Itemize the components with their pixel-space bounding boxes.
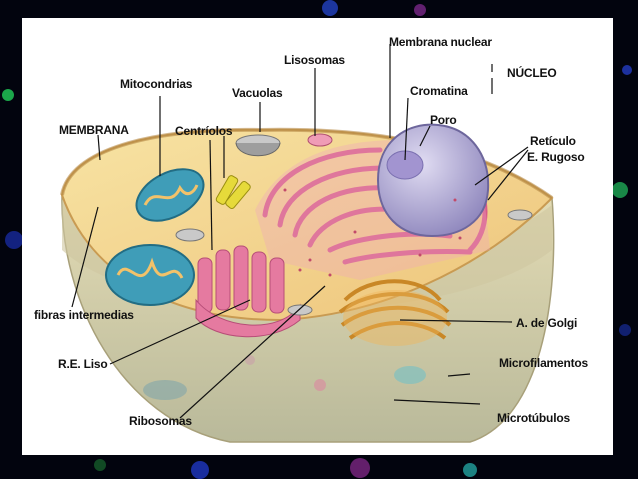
label-cromatina: Cromatina	[410, 84, 468, 98]
smooth-er	[195, 245, 301, 338]
nucleus	[376, 123, 490, 238]
vacuoles	[175, 134, 533, 316]
label-reticulo-1: Retículo	[530, 134, 576, 148]
label-microfilamentos: Microfilamentos	[499, 356, 589, 370]
lysosomes	[307, 133, 333, 147]
label-fibras-intermedias: fibras intermedias	[34, 308, 134, 322]
centrioles	[215, 175, 251, 209]
label-membrana-nuclear: Membrana nuclear	[389, 35, 492, 49]
label-vacuolas: Vacuolas	[232, 86, 283, 100]
golgi-apparatus	[338, 279, 452, 340]
rough-er	[262, 147, 488, 265]
label-mitocondrias: Mitocondrias	[120, 77, 193, 91]
leader-lines	[71, 44, 529, 419]
label-ribosomas: Ribosomas	[129, 414, 192, 428]
label-nucleo: NÚCLEO	[507, 66, 557, 80]
label-microtubulos: Microtúbulos	[497, 411, 570, 425]
label-re-liso: R.E. Liso	[58, 357, 108, 371]
label-lisosomas: Lisosomas	[284, 53, 345, 67]
label-golgi: A. de Golgi	[516, 316, 578, 330]
label-poro: Poro	[430, 113, 457, 127]
mitochondria	[105, 168, 205, 306]
label-centriolos: Centríolos	[175, 124, 233, 138]
label-reticulo-2: E. Rugoso	[527, 150, 585, 164]
cytoplasm-bodies	[143, 355, 426, 400]
ribosomes	[283, 188, 462, 277]
label-membrana: MEMBRANA	[59, 123, 129, 137]
